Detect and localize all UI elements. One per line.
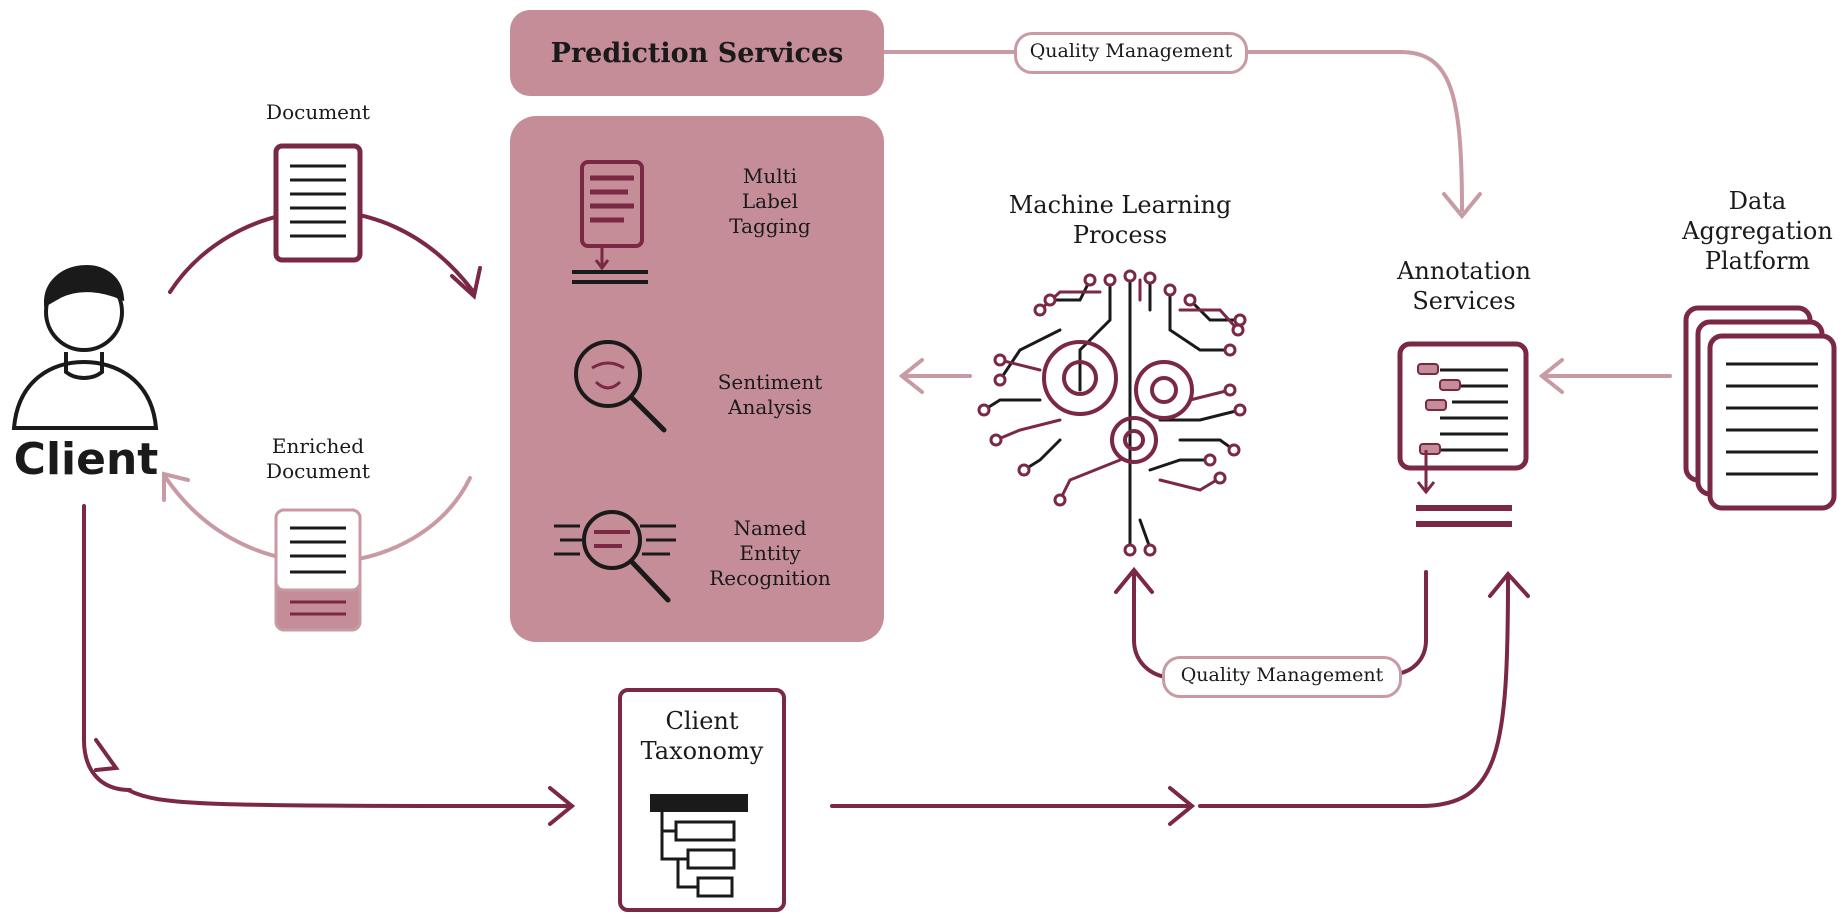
- quality-management-top: Quality Management: [1014, 32, 1248, 74]
- quality-management-bottom: Quality Management: [1162, 656, 1402, 698]
- brain-circuit-icon: [977, 269, 1247, 557]
- annotation-services-label: Annotation Services: [1397, 257, 1531, 315]
- sentiment-icon: [574, 340, 667, 433]
- enriched-document-icon: [274, 508, 362, 632]
- sentiment-analysis-label: Sentiment Analysis: [717, 370, 823, 419]
- enriched-document-label: Enriched Document: [266, 434, 370, 483]
- person-icon: [11, 265, 159, 430]
- arrow-prediction-to-annotation: [882, 50, 1482, 220]
- ml-process-label: Machine Learning Process: [1008, 191, 1232, 249]
- entity-recognition-icon: [554, 510, 676, 603]
- document-label: Document: [266, 100, 370, 124]
- tagging-icon: [572, 160, 648, 284]
- multi-label-tagging-label: Multi Label Tagging: [729, 164, 811, 238]
- prediction-services-title: Prediction Services: [550, 37, 844, 69]
- named-entity-recognition-label: Named Entity Recognition: [709, 516, 831, 590]
- arrow-aggregation-to-annotation: [1538, 358, 1672, 394]
- document-icon: [273, 143, 363, 263]
- client-taxonomy-label: Client Taxonomy: [640, 707, 764, 765]
- client-label: Client: [13, 434, 159, 485]
- arrow-client-to-taxonomy: [82, 504, 576, 826]
- arrow-taxonomy-to-annotation: [830, 570, 1530, 826]
- arrow-ml-to-prediction: [898, 358, 972, 394]
- prediction-services-panel: [510, 116, 884, 642]
- prediction-services-header: Prediction Services: [510, 10, 884, 96]
- taxonomy-tree-icon: [650, 794, 748, 898]
- stacked-documents-icon: [1683, 305, 1837, 511]
- data-aggregation-label: Data Aggregation Platform: [1682, 187, 1833, 275]
- client-taxonomy-box: Client Taxonomy: [618, 688, 786, 912]
- annotation-icon: [1397, 341, 1529, 527]
